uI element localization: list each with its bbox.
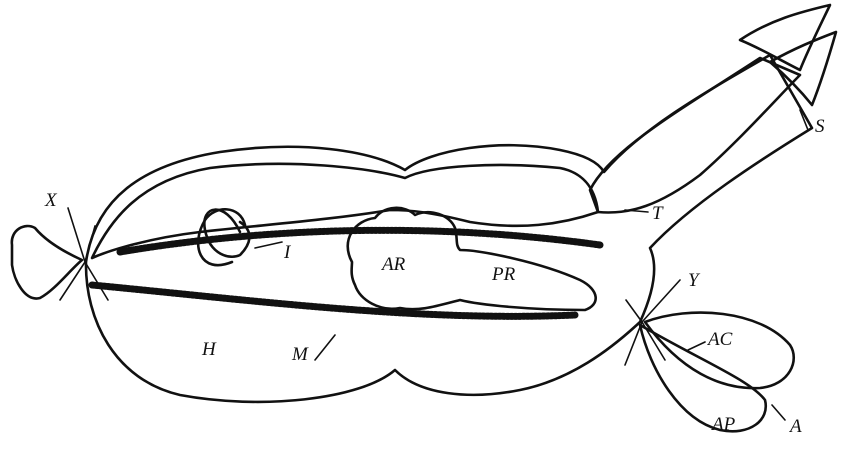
left-appendage	[12, 226, 82, 298]
label-x: X	[44, 190, 58, 211]
tip-upper	[740, 5, 830, 70]
label-m: M	[291, 344, 309, 365]
label-t: T	[652, 203, 664, 224]
label-ap: AP	[710, 414, 736, 435]
label-s: S	[815, 116, 825, 137]
appendage-ac	[645, 313, 794, 389]
rod-lower-stipple	[92, 285, 575, 316]
label-h: H	[201, 339, 217, 360]
label-a: A	[788, 416, 802, 437]
label-ac: AC	[706, 329, 733, 350]
label-ar: AR	[380, 254, 406, 275]
label-i: I	[283, 242, 292, 263]
pointer-lines	[255, 110, 808, 420]
label-pr: PR	[491, 264, 516, 285]
label-y: Y	[688, 270, 701, 291]
region-s-striated	[590, 58, 800, 213]
